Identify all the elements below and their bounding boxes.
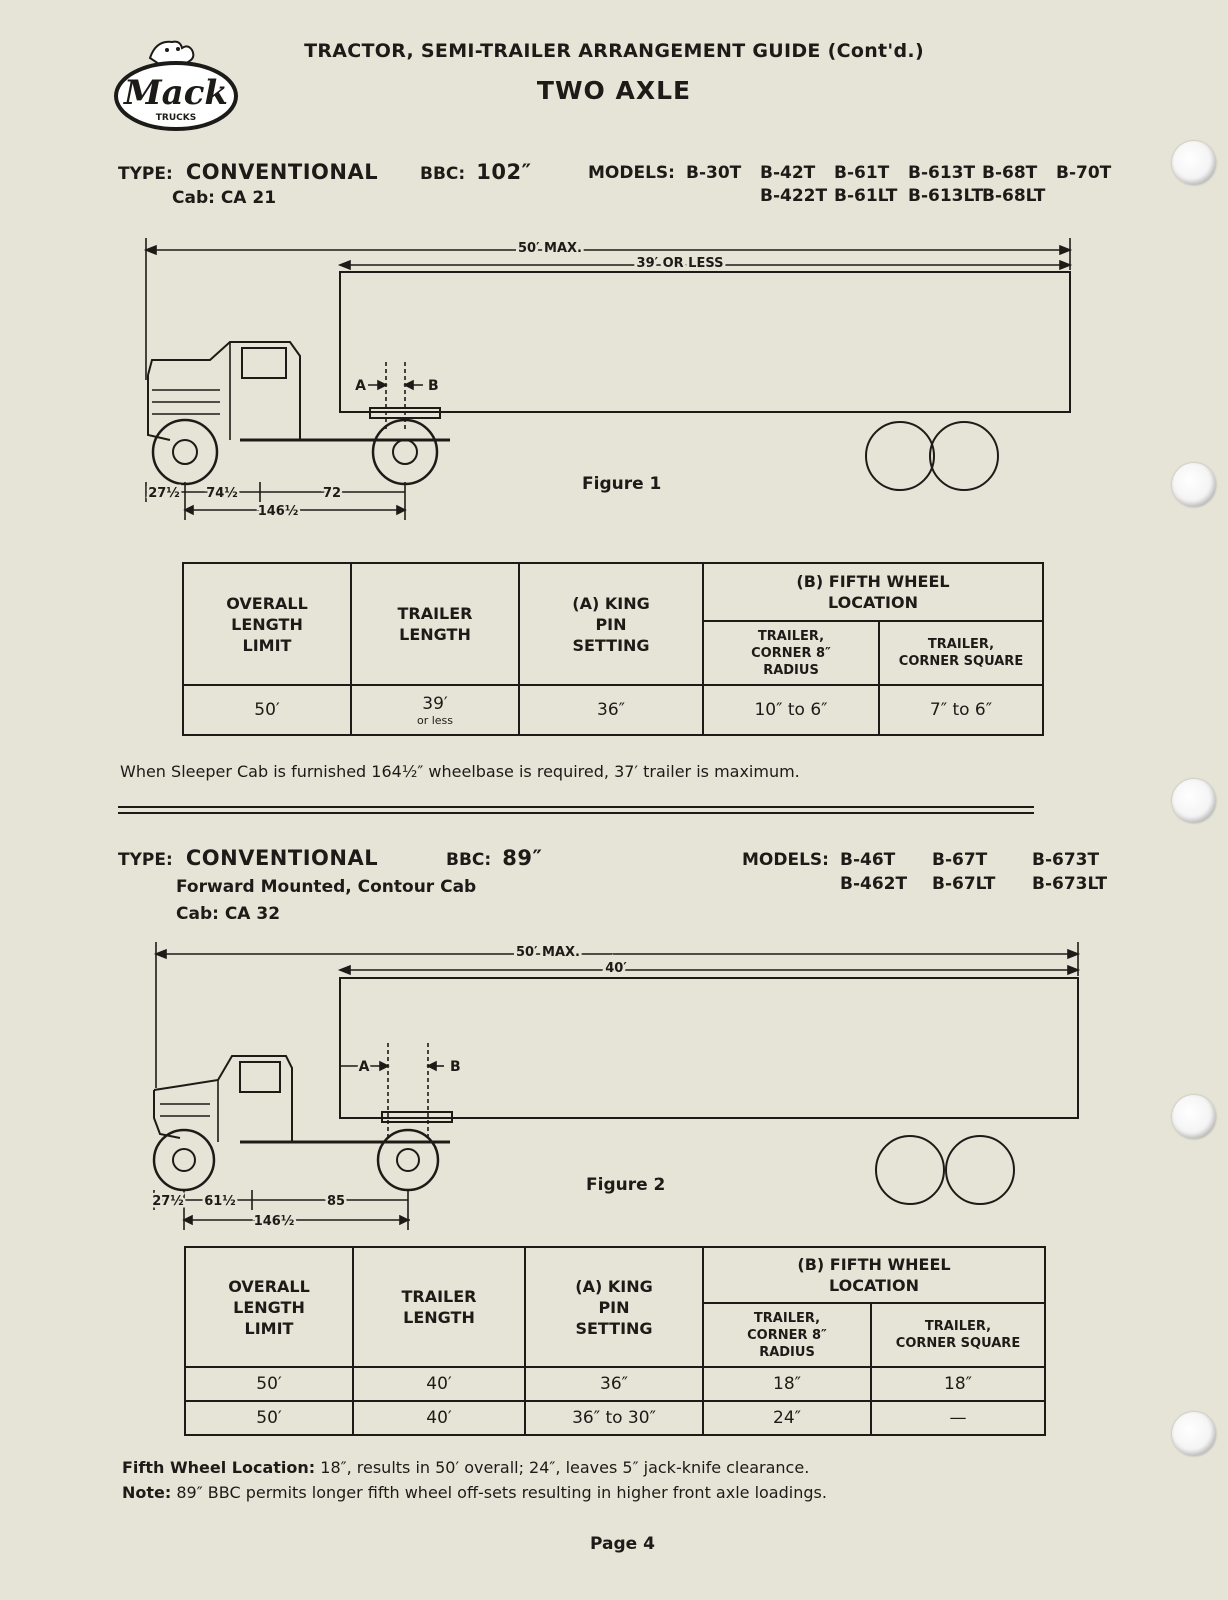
section1-cab: Cab: CA 21 (172, 188, 277, 208)
models-label: MODELS: (588, 163, 675, 183)
bbc-value: 89″ (502, 846, 543, 870)
note2-text: 89″ BBC permits longer fifth wheel off-s… (171, 1483, 827, 1502)
model-item: B-673T (1032, 850, 1100, 870)
section2-cab: Cab: CA 32 (176, 904, 281, 924)
table-row: 50′ 40′ 36″ to 30″ 24″ — (184, 1400, 1046, 1436)
model-item: B-68T (982, 163, 1038, 183)
section2-bbc: BBC: 89″ (446, 846, 542, 870)
bbc-value: 102″ (476, 160, 532, 184)
model-item: B-67T (932, 850, 988, 870)
model-item: B-613LT (908, 186, 984, 206)
dim-d3: 72 (323, 486, 341, 501)
page-subtitle: TWO AXLE (536, 76, 692, 105)
mack-logo: Mack TRUCKS (114, 40, 238, 131)
table1-h-overall: OVERALL LENGTH LIMIT (182, 562, 352, 686)
model-item: B-673LT (1032, 874, 1108, 894)
table2-h-square: TRAILER, CORNER SQUARE (870, 1302, 1046, 1368)
section2-note1: Fifth Wheel Location: 18″, results in 50… (122, 1458, 809, 1477)
model-item: B-613T (908, 163, 976, 183)
bbc-label: BBC: (446, 850, 492, 870)
table1-h-radius: TRAILER, CORNER 8″ RADIUS (702, 620, 880, 686)
model-item: B-61LT (834, 186, 898, 206)
model-item: B-68LT (982, 186, 1046, 206)
dim-overall: 50′ MAX. (518, 241, 582, 256)
table1-h-trailer: TRAILER LENGTH (350, 562, 520, 686)
table2-h-king: (A) KING PIN SETTING (524, 1246, 704, 1368)
binder-hole (1172, 463, 1216, 507)
section2-type: TYPE: CONVENTIONAL (118, 846, 378, 870)
note2-label: Note: (122, 1483, 172, 1502)
dim-trailer: 39′ OR LESS (637, 256, 724, 271)
model-item: B-46T (840, 850, 896, 870)
note1-label: Fifth Wheel Location: (122, 1458, 316, 1477)
dim-a: A (359, 1059, 370, 1075)
section1-note: When Sleeper Cab is furnished 164½″ whee… (120, 762, 800, 781)
binder-hole (1172, 1095, 1216, 1139)
dim-d3: 85 (327, 1194, 345, 1209)
table1-h-square: TRAILER, CORNER SQUARE (878, 620, 1044, 686)
note1-text: 18″, results in 50′ overall; 24″, leaves… (315, 1458, 810, 1477)
model-item: B-70T (1056, 163, 1112, 183)
binder-hole (1172, 141, 1216, 185)
figure1-caption: Figure 1 (582, 474, 662, 494)
page-number: Page 4 (590, 1534, 655, 1554)
model-item: B-61T (834, 163, 890, 183)
dim-overall: 50′ MAX. (516, 945, 580, 960)
dim-trailer: 40′ (605, 961, 627, 976)
dim-d1: 27½ (148, 486, 180, 501)
section2-sub: Forward Mounted, Contour Cab (176, 877, 477, 897)
dim-d2: 61½ (204, 1194, 236, 1209)
model-item: B-462T (840, 874, 908, 894)
table2-h-fifth: (B) FIFTH WHEEL LOCATION (702, 1246, 1046, 1304)
table2-h-radius: TRAILER, CORNER 8″ RADIUS (702, 1302, 872, 1368)
type-value: CONVENTIONAL (185, 160, 379, 184)
dim-a: A (355, 378, 366, 394)
figure2-caption: Figure 2 (586, 1175, 666, 1195)
table1-h-king: (A) KING PIN SETTING (518, 562, 704, 686)
dim-d4: 146½ (258, 504, 299, 519)
type-label: TYPE: (118, 164, 173, 184)
table-row: 50′ 40′ 36″ 18″ 18″ (184, 1366, 1046, 1402)
section-divider (118, 806, 1034, 808)
section2-note2: Note: 89″ BBC permits longer fifth wheel… (122, 1483, 827, 1502)
table2-h-trailer: TRAILER LENGTH (352, 1246, 526, 1368)
section-divider (118, 812, 1034, 814)
table2: OVERALL LENGTH LIMIT TRAILER LENGTH (A) … (184, 1246, 1046, 1436)
table1: OVERALL LENGTH LIMIT TRAILER LENGTH (A) … (182, 562, 1044, 736)
logo-sub: TRUCKS (156, 113, 196, 123)
table1-h-fifth: (B) FIFTH WHEEL LOCATION (702, 562, 1044, 622)
models-label: MODELS: (742, 850, 829, 870)
section1-bbc: BBC: 102″ (420, 160, 532, 184)
section1-type: TYPE: CONVENTIONAL (118, 160, 378, 184)
model-item: B-30T (686, 163, 742, 183)
dim-b: B (450, 1059, 461, 1075)
logo-wordmark: Mack (123, 73, 228, 113)
dim-d4: 146½ (254, 1214, 295, 1229)
model-item: B-67LT (932, 874, 996, 894)
dim-d1: 27½ (152, 1194, 184, 1209)
figure1-diagram: 50′ MAX. 39′ OR LESS A B 27½ 74½ 72 146½ (143, 238, 1073, 522)
dim-b: B (428, 378, 439, 394)
dim-d2: 74½ (206, 486, 238, 501)
type-value: CONVENTIONAL (185, 846, 379, 870)
binder-hole (1172, 1412, 1216, 1456)
page-title: TRACTOR, SEMI-TRAILER ARRANGEMENT GUIDE … (304, 40, 924, 62)
table-row: 50′ 39′or less 36″ 10″ to 6″ 7″ to 6″ (182, 684, 1044, 736)
bbc-label: BBC: (420, 164, 466, 184)
binder-hole (1172, 779, 1216, 823)
model-item: B-42T (760, 163, 816, 183)
figure2-diagram: 50′ MAX. 40′ A B 27½ 61½ 85 146½ (150, 942, 1081, 1232)
table2-h-overall: OVERALL LENGTH LIMIT (184, 1246, 354, 1368)
type-label: TYPE: (118, 850, 173, 870)
model-item: B-422T (760, 186, 828, 206)
